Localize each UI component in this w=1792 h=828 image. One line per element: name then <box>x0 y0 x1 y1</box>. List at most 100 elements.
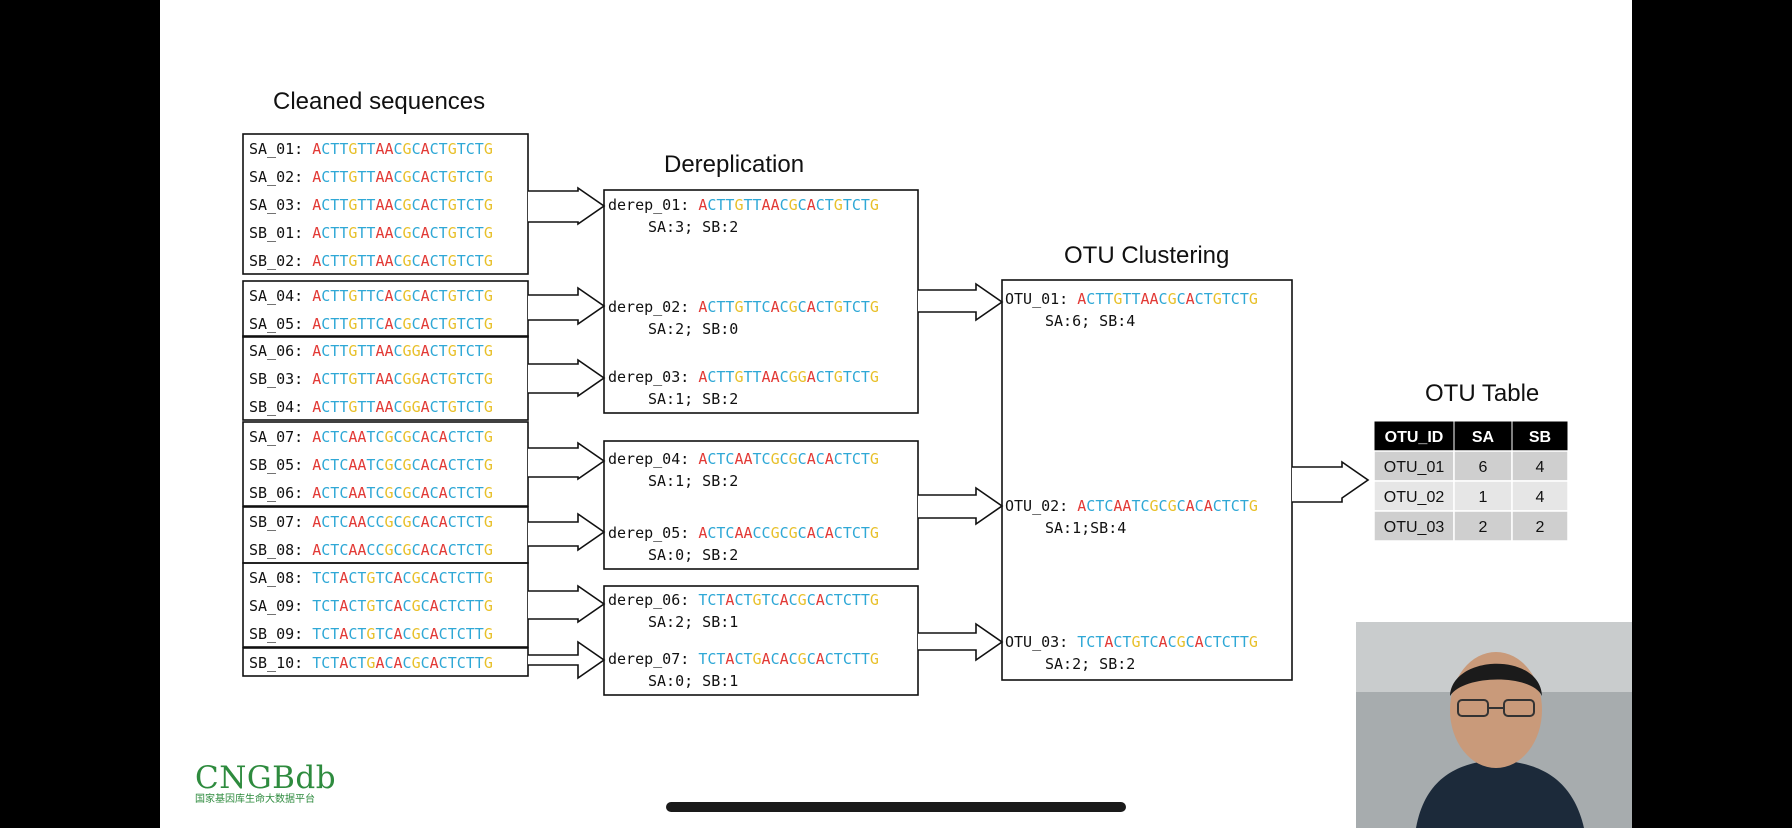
base: C <box>375 484 384 502</box>
base: C <box>807 650 816 668</box>
base: C <box>771 650 780 668</box>
base: C <box>816 524 825 542</box>
base: G <box>348 342 357 360</box>
base: C <box>403 654 412 672</box>
table-cell <box>1511 510 1569 542</box>
base: C <box>321 541 330 559</box>
base: A <box>1150 290 1159 308</box>
base: A <box>780 591 789 609</box>
base: A <box>339 625 348 643</box>
base: G <box>348 252 357 270</box>
base: C <box>394 140 403 158</box>
base: C <box>321 224 330 242</box>
sequence-bases: ACTTGTTAACGGACTGTCTG <box>312 370 493 388</box>
cngbdb-logo: CNGBdb 国家基因库生命大数据平台 <box>195 762 336 806</box>
base: C <box>466 252 475 270</box>
sequence-id: derep_02: <box>608 298 698 316</box>
base: T <box>330 196 339 214</box>
base: A <box>312 342 321 360</box>
base: T <box>861 450 870 468</box>
base: T <box>1140 633 1149 651</box>
base: C <box>321 513 330 531</box>
base: A <box>743 524 752 542</box>
base: T <box>330 315 339 333</box>
base: C <box>816 368 825 386</box>
base: C <box>1222 633 1231 651</box>
base: T <box>439 342 448 360</box>
base: C <box>1213 497 1222 515</box>
base: T <box>475 370 484 388</box>
base: C <box>412 224 421 242</box>
base: T <box>834 591 843 609</box>
base: G <box>789 298 798 316</box>
base: C <box>430 287 439 305</box>
base: A <box>421 168 430 186</box>
base: A <box>421 342 430 360</box>
base: A <box>698 524 707 542</box>
base: A <box>430 597 439 615</box>
base: T <box>1131 497 1140 515</box>
base: G <box>384 541 393 559</box>
derep-sequence-row: derep_01: ACTTGTTAACGCACTGTCTG <box>608 196 879 214</box>
base: G <box>412 654 421 672</box>
otu-counts: SA:2; SB:2 <box>1045 655 1135 673</box>
base: G <box>734 196 743 214</box>
sequence-id: OTU_02: <box>1005 497 1077 515</box>
base: T <box>1222 497 1231 515</box>
base: T <box>716 524 725 542</box>
base: G <box>484 541 493 559</box>
sequence-bases: ACTTGTTAACGCACTGTCTG <box>312 140 493 158</box>
derep-sequence-row: derep_03: ACTTGTTAACGGACTGTCTG <box>608 368 879 386</box>
base: C <box>457 625 466 643</box>
base: T <box>457 315 466 333</box>
arrow-derep-to-otu03 <box>918 622 1004 662</box>
arrow-group7-to-derep07 <box>528 640 606 680</box>
base: T <box>1204 290 1213 308</box>
base: T <box>861 650 870 668</box>
base: T <box>357 196 366 214</box>
base: A <box>1104 633 1113 651</box>
base: T <box>1222 290 1231 308</box>
base: A <box>439 484 448 502</box>
base: A <box>439 513 448 531</box>
base: T <box>716 298 725 316</box>
base: T <box>330 654 339 672</box>
base: T <box>339 252 348 270</box>
base: C <box>780 368 789 386</box>
base: A <box>734 450 743 468</box>
base: G <box>348 398 357 416</box>
arrow-group2-to-derep02 <box>528 286 606 326</box>
base: T <box>743 368 752 386</box>
cleaned-sequence-row: SB_01: ACTTGTTAACGCACTGTCTG <box>249 224 493 242</box>
base: A <box>807 368 816 386</box>
base: G <box>484 569 493 587</box>
base: C <box>852 368 861 386</box>
base: A <box>771 196 780 214</box>
base: C <box>707 196 716 214</box>
base: C <box>466 513 475 531</box>
base: T <box>366 456 375 474</box>
base: T <box>366 224 375 242</box>
base: G <box>484 597 493 615</box>
title-cleaned-sequences: Cleaned sequences <box>273 88 485 115</box>
base: C <box>762 298 771 316</box>
sequence-id: derep_04: <box>608 450 698 468</box>
otu-clustering-box <box>1001 279 1293 681</box>
base: T <box>366 287 375 305</box>
base: T <box>698 591 707 609</box>
base: C <box>375 315 384 333</box>
base: C <box>825 591 834 609</box>
base: C <box>412 484 421 502</box>
base: T <box>1077 633 1086 651</box>
base: C <box>403 569 412 587</box>
sequence-id: OTU_03: <box>1005 633 1077 651</box>
base: A <box>348 541 357 559</box>
base: C <box>430 370 439 388</box>
base: A <box>1186 290 1195 308</box>
base: C <box>384 597 393 615</box>
base: C <box>339 456 348 474</box>
base: G <box>484 140 493 158</box>
base: G <box>771 524 780 542</box>
base: G <box>448 287 457 305</box>
cleaned-sequence-row: SB_07: ACTCAACCGCGCACACTCTG <box>249 513 493 531</box>
